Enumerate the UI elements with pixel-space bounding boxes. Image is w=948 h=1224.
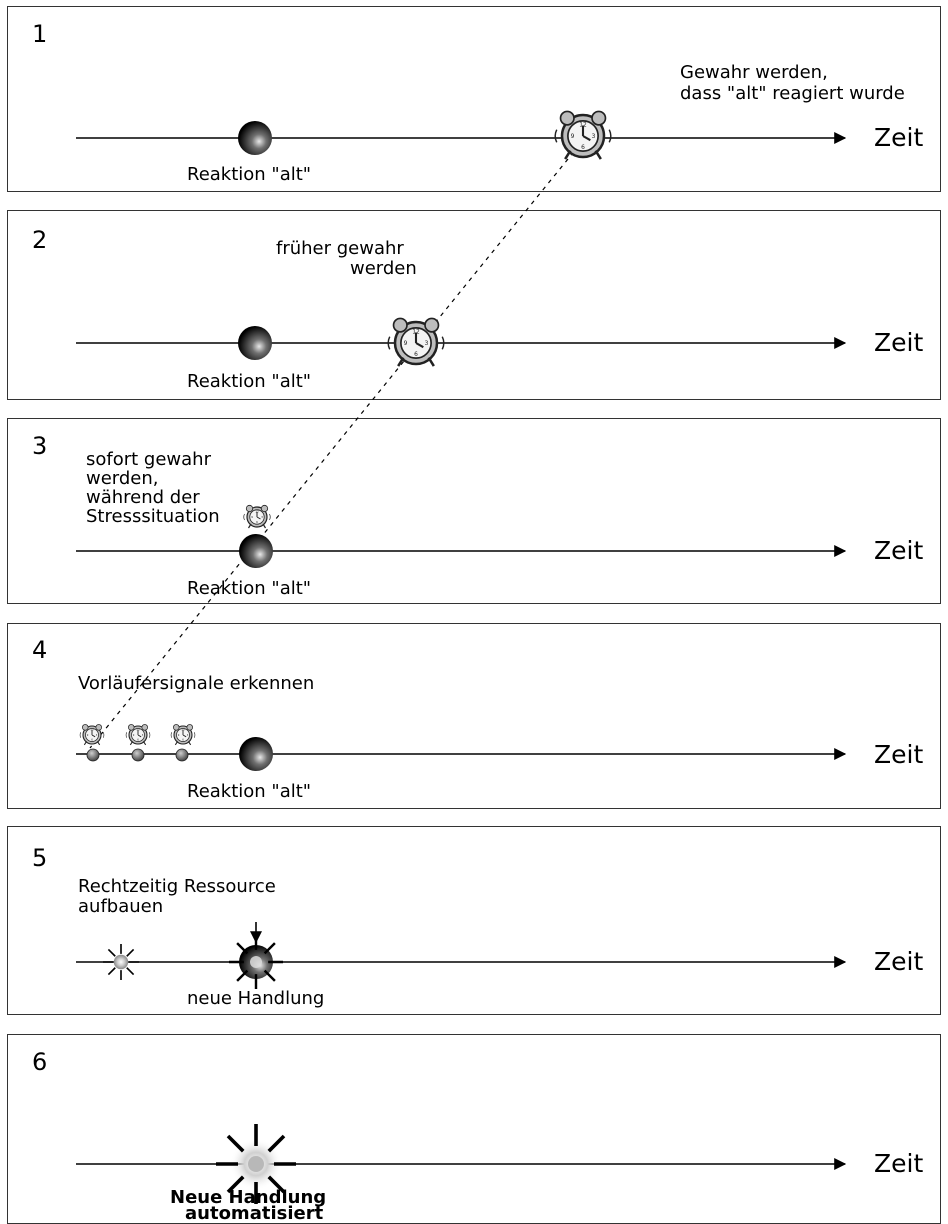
reaction-label-2: Reaktion "alt" [187,371,312,392]
reaction-label-6-line-1: Neue Handlung [170,1187,327,1208]
time-axis-label-3: Zeit [874,536,924,565]
alarm-clock-icon-2 [388,318,444,366]
reaction-label-5: neue Handlung [187,988,325,1009]
alarm-clock-icon-4a [80,724,104,744]
panel-number-4: 4 [32,636,48,664]
panel-1-note-line-2: dass "alt" reagiert wurde [680,83,905,104]
precursor-signal-3 [175,748,189,762]
panel-4 [7,623,941,809]
precursor-signal-2 [131,748,145,762]
panel-number-5: 5 [32,844,48,872]
alarm-clock-icon-3 [244,505,271,528]
panel-3-note-line-3: während der [86,487,200,508]
panel-number-6: 6 [32,1048,48,1076]
reaction-label-6-line-2: automatisiert [185,1203,324,1224]
reaction-label-3: Reaktion "alt" [187,578,312,599]
panel-2-note-line-1: früher gewahr [276,238,404,259]
reaction-label-1: Reaktion "alt" [187,164,312,185]
panel-3-note-line-4: Stresssituation [86,506,220,527]
panel-5-note-line-2: aufbauen [78,896,164,917]
panel-2-note-line-2: werden [350,258,417,279]
panel-5 [7,826,941,1015]
panel-1 [7,6,941,192]
time-axis-label-2: Zeit [874,328,924,357]
reaction-ball-1 [238,121,272,155]
panel-4-note-line-1: Vorläufersignale erkennen [78,673,315,694]
panel-3 [7,418,941,604]
panel-1-note-line-1: Gewahr werden, [680,62,828,83]
panel-3-note-line-2: werden, [86,468,159,489]
reaction-ball-4 [239,737,273,771]
time-axis-label-4: Zeit [874,740,924,769]
panel-number-1: 1 [32,20,48,48]
precursor-signal-1 [86,748,100,762]
alarm-clock-icon-4c [171,724,195,744]
reaction-label-4: Reaktion "alt" [187,781,312,802]
panel-3-note-line-1: sofort gewahr [86,449,211,470]
time-axis-label-1: Zeit [874,123,924,152]
alarm-clock-icon-4b [126,724,150,744]
panel-5-note-line-1: Rechtzeitig Ressource [78,876,276,897]
panel-6 [7,1034,941,1224]
reaction-ball-3 [239,534,273,568]
panel-number-2: 2 [32,226,48,254]
time-axis-label-5: Zeit [874,947,924,976]
awareness-dotted-line [89,137,586,749]
panel-2 [7,210,941,400]
panel-number-3: 3 [32,432,48,460]
alarm-clock-icon-1 [555,111,611,159]
resource-spark-icon [102,943,140,981]
reaction-ball-2 [238,326,272,360]
time-axis-label-6: Zeit [874,1149,924,1178]
